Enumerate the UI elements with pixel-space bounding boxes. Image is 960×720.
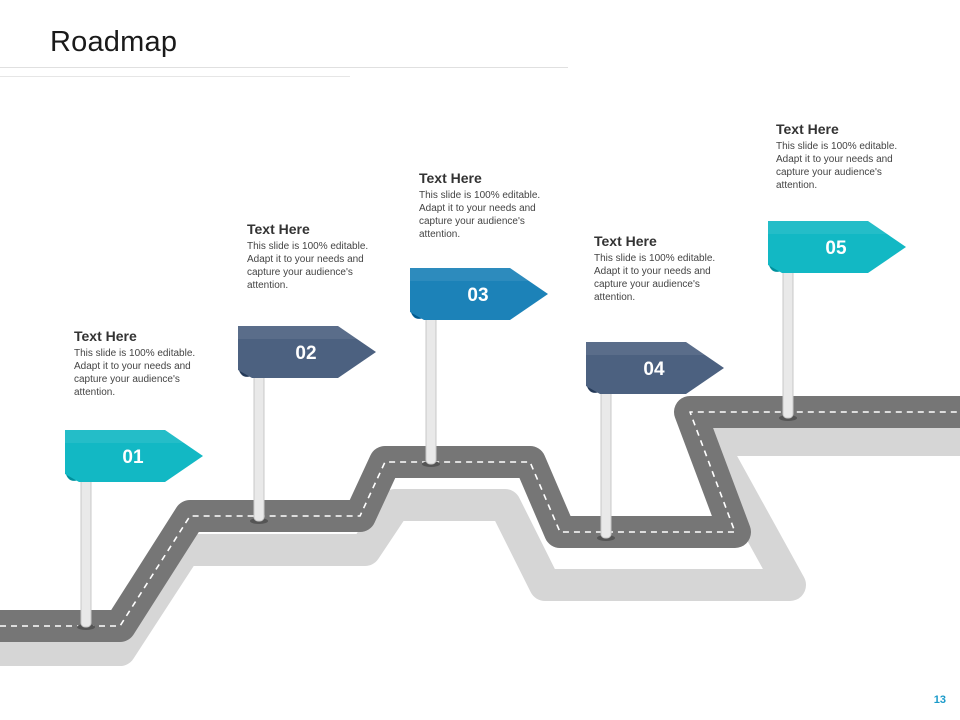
flag-pole — [600, 381, 612, 539]
milestone-01: 01 — [65, 430, 203, 630]
milestone-title: Text Here — [594, 233, 657, 249]
flag-label: 01 — [122, 447, 144, 468]
flag-highlight — [586, 342, 706, 355]
flag-label: 05 — [825, 238, 847, 259]
flag-label: 04 — [643, 359, 665, 380]
milestone-title: Text Here — [74, 328, 137, 344]
milestone-05: 05 — [768, 221, 906, 421]
flag-highlight — [410, 268, 530, 281]
flag-label: 02 — [295, 343, 316, 364]
flag-highlight — [65, 430, 185, 443]
flag-label: 03 — [467, 285, 488, 306]
milestone-04: 04 — [586, 342, 724, 541]
title-divider — [0, 67, 568, 68]
milestone-title: Text Here — [419, 170, 482, 186]
milestone-description: This slide is 100% editable. Adapt it to… — [74, 348, 196, 398]
milestone-description: This slide is 100% editable. Adapt it to… — [776, 141, 898, 191]
flag-pole — [425, 307, 437, 465]
flag-pole — [80, 469, 92, 628]
milestone-title: Text Here — [776, 121, 839, 137]
flag-banner — [768, 221, 906, 273]
slide-title: Roadmap — [50, 26, 178, 58]
road-center-line — [0, 411, 960, 627]
milestone-description: This slide is 100% editable. Adapt it to… — [247, 241, 369, 291]
flag-banner — [586, 342, 724, 394]
milestone-title: Text Here — [247, 221, 310, 237]
flag-pole — [782, 260, 794, 419]
milestone-03: 03 — [410, 268, 548, 467]
flag-banner — [65, 430, 203, 482]
milestone-02: 02 — [238, 326, 376, 524]
title-divider-secondary — [0, 76, 350, 77]
page-number: 13 — [933, 694, 946, 706]
milestone-description: This slide is 100% editable. Adapt it to… — [419, 190, 541, 240]
milestone-description: This slide is 100% editable. Adapt it to… — [594, 253, 716, 303]
flag-banner — [238, 326, 376, 378]
flag-highlight — [238, 326, 358, 339]
flag-pole — [253, 365, 265, 522]
flag-highlight — [768, 221, 888, 234]
flag-banner — [410, 268, 548, 320]
